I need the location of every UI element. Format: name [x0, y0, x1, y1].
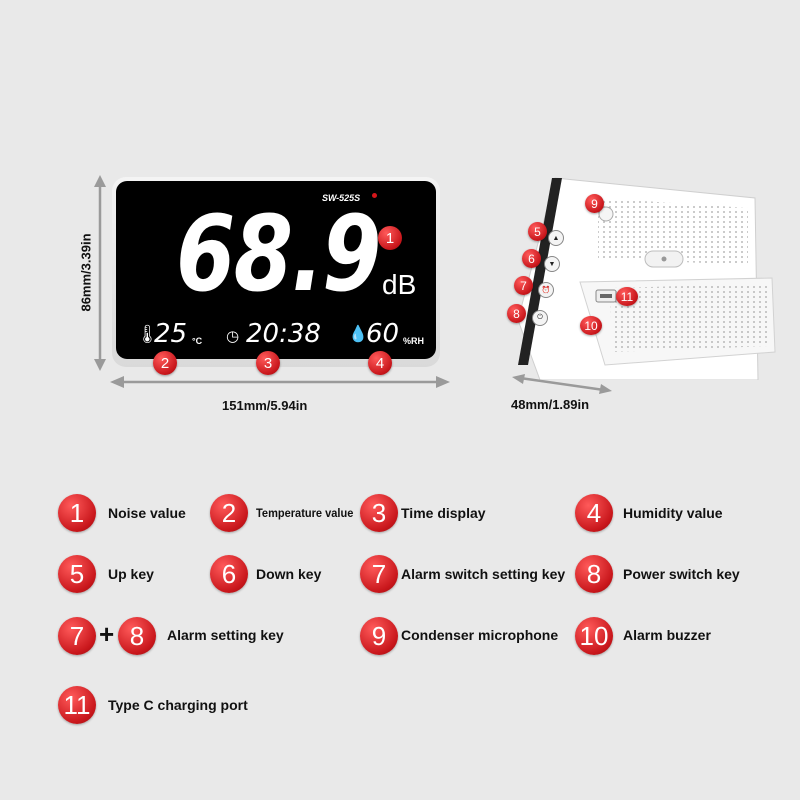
legend-badge-8-combo: 8: [118, 617, 156, 655]
callout-10: 10: [580, 316, 602, 335]
alarm-key: ⏰: [538, 282, 554, 298]
legend-badge-9: 9: [360, 617, 398, 655]
humidity-display: 60: [366, 319, 400, 349]
legend-badge-1: 1: [58, 494, 96, 532]
height-dimension-label: 86mm/3.39in: [78, 233, 94, 312]
legend-label-alarm-buzzer: Alarm buzzer: [623, 627, 711, 643]
callout-9: 9: [585, 194, 604, 213]
legend-badge-3: 3: [360, 494, 398, 532]
legend-label-down-key: Down key: [256, 566, 322, 582]
callout-3: 3: [256, 351, 280, 375]
legend-label-type-c-charging-port: Type C charging port: [108, 697, 248, 713]
depth-dimension-label: 48mm/1.89in: [511, 397, 590, 412]
status-led: [372, 193, 377, 198]
legend-label-condenser-microphone: Condenser microphone: [401, 627, 559, 643]
callout-5: 5: [528, 222, 547, 241]
legend-label-time-display: Time display: [401, 505, 486, 521]
legend-label-alarm-switch-setting-key: Alarm switch setting key: [401, 566, 566, 582]
callout-6: 6: [522, 249, 541, 268]
device-side-view: [517, 177, 776, 380]
legend-badge-7: 7: [360, 555, 398, 593]
legend-badge-10: 10: [575, 617, 613, 655]
temperature-display: 25: [154, 319, 188, 349]
callout-4: 4: [368, 351, 392, 375]
humidity-unit: %RH: [403, 336, 425, 346]
width-dimension-label: 151mm/5.94in: [222, 398, 308, 413]
device-screen: SW-525S 68.9 dB 🌡 25 °C ◷ 20:38 💧 60 %RH: [116, 181, 436, 359]
legend-label-up-key: Up key: [108, 566, 154, 582]
device-front-view: SW-525S 68.9 dB 🌡 25 °C ◷ 20:38 💧 60 %RH: [112, 177, 440, 367]
down-arrow-icon: ▼: [544, 256, 560, 272]
callout-8: 8: [507, 304, 526, 323]
legend-badge-4: 4: [575, 494, 613, 532]
legend-badge-2: 2: [210, 494, 248, 532]
callout-2: 2: [153, 351, 177, 375]
thermometer-icon: 🌡: [136, 324, 159, 344]
callout-1: 1: [378, 226, 402, 250]
callout-11: 11: [616, 287, 638, 306]
power-key: ⏻: [532, 310, 548, 326]
legend-label-humidity-value: Humidity value: [623, 505, 723, 521]
depth-dimension-arrow: [512, 374, 612, 394]
legend-badge-7-combo: 7: [58, 617, 96, 655]
legend-plus-sign: +: [99, 619, 115, 649]
legend-label-power-switch-key: Power switch key: [623, 566, 740, 582]
up-arrow-icon: ▲: [548, 230, 564, 246]
legend-label-noise-value: Noise value: [108, 505, 186, 521]
legend-badge-5: 5: [58, 555, 96, 593]
clock-icon: ◷: [226, 328, 240, 345]
legend-badge-6: 6: [210, 555, 248, 593]
noise-unit: dB: [382, 269, 417, 300]
time-display: 20:38: [246, 319, 321, 349]
height-dimension-arrow: [94, 175, 106, 371]
droplet-icon: 💧: [348, 326, 368, 343]
callout-7: 7: [514, 276, 533, 295]
legend-badge-8: 8: [575, 555, 613, 593]
noise-value-display: 68.9: [176, 193, 381, 315]
model-label: SW-525S: [322, 193, 361, 203]
width-dimension-arrow: [110, 376, 450, 388]
legend-label-alarm-setting-key: Alarm setting key: [167, 627, 284, 643]
legend-badge-11: 11: [58, 686, 96, 724]
temperature-unit: °C: [192, 336, 203, 346]
legend-label-temperature-value: Temperature value: [256, 506, 354, 520]
